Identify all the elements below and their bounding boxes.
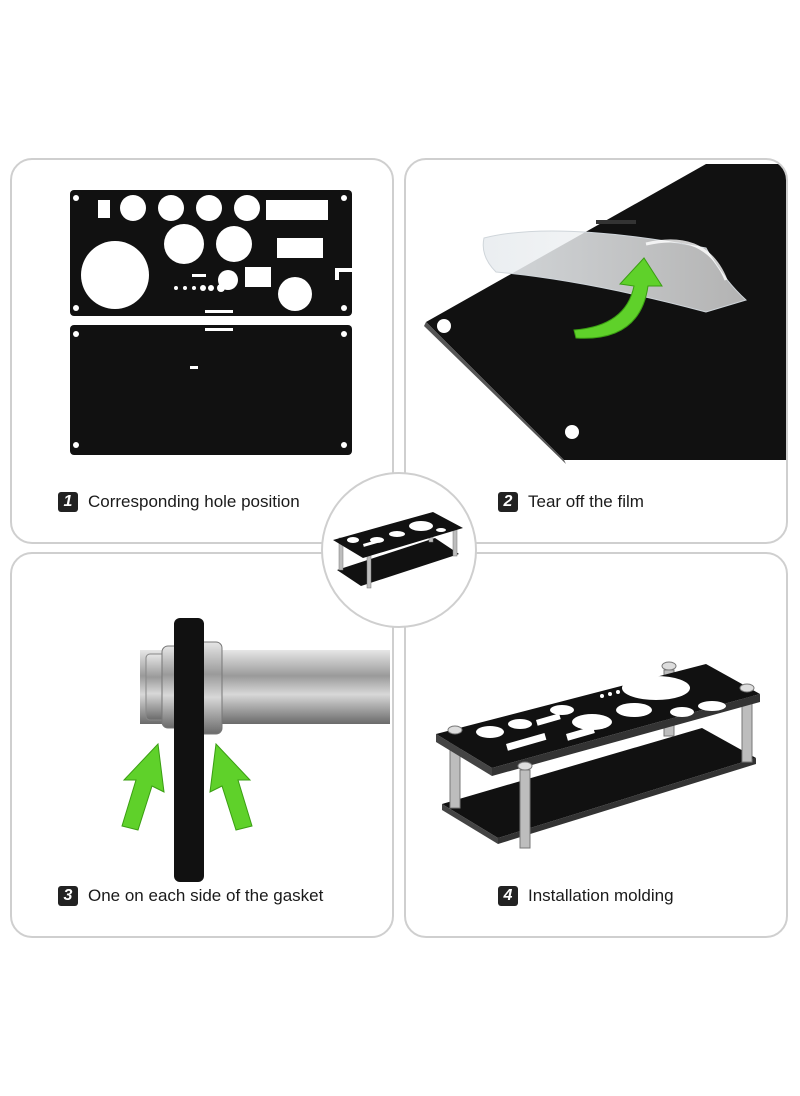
- step-number-badge: 4: [498, 886, 518, 906]
- green-arrow-icon: [573, 257, 663, 339]
- step-label: Installation molding: [528, 886, 674, 905]
- step-panel-4: 4 Installation molding: [404, 552, 788, 938]
- step-number-badge: 2: [498, 492, 518, 512]
- step-panel-2: 2 Tear off the film: [404, 158, 788, 544]
- green-arrow-icon: [121, 742, 253, 831]
- gasket-cross-section-illustration: [121, 618, 390, 882]
- assembled-stand-illustration: [436, 661, 760, 849]
- step-label: Corresponding hole position: [88, 492, 300, 511]
- stand-thumbnail-illustration: [333, 512, 463, 589]
- peel-film-illustration: [424, 164, 786, 464]
- center-product-thumbnail: [321, 472, 477, 628]
- step-number-badge: 3: [58, 886, 78, 906]
- step-label: Tear off the film: [528, 492, 644, 511]
- step-caption-1: 1 Corresponding hole position: [58, 492, 300, 512]
- step-label: One on each side of the gasket: [88, 886, 324, 905]
- step-caption-3: 3 One on each side of the gasket: [58, 886, 323, 906]
- step-panel-1: 1 Corresponding hole position: [10, 158, 394, 544]
- flat-acrylic-plates-illustration: [70, 190, 352, 455]
- step-number-badge: 1: [58, 492, 78, 512]
- step-caption-4: 4 Installation molding: [498, 886, 674, 906]
- step-caption-2: 2 Tear off the film: [498, 492, 644, 512]
- step-panel-3: 3 One on each side of the gasket: [10, 552, 394, 938]
